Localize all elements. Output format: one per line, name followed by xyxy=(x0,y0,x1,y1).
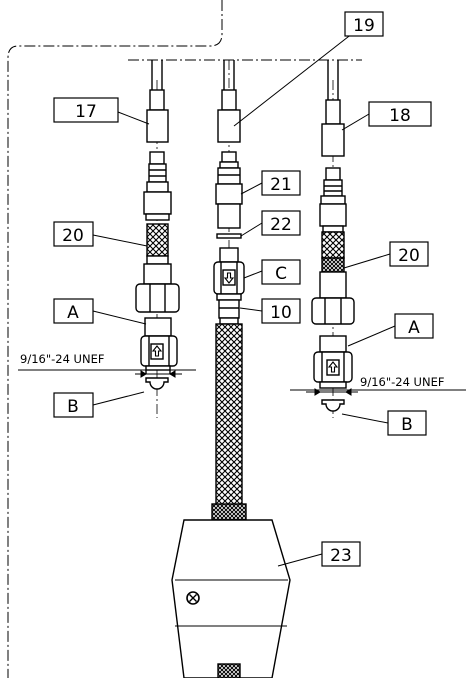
callout-20-right: 20 xyxy=(398,246,420,266)
callout-20-left: 20 xyxy=(62,226,84,246)
callout-19: 19 xyxy=(353,16,375,36)
left-assembly xyxy=(135,60,180,390)
callout-C: C xyxy=(275,264,287,284)
thread-dimension-left: 9/16"-24 UNEF xyxy=(20,352,104,366)
callout-A-right: A xyxy=(408,318,420,338)
callout-18: 18 xyxy=(389,106,411,126)
thread-dimension-right: 9/16"-24 UNEF xyxy=(360,375,444,389)
leader-lines xyxy=(92,25,396,567)
callout-22: 22 xyxy=(270,215,292,235)
middle-assembly xyxy=(171,60,291,678)
callout-10: 10 xyxy=(270,303,292,323)
right-assembly xyxy=(311,60,355,412)
dimension-lines xyxy=(18,369,466,396)
callout-21: 21 xyxy=(270,175,292,195)
callout-17: 17 xyxy=(75,102,97,122)
enclosure-outline xyxy=(7,0,223,678)
callout-A-left: A xyxy=(67,303,79,323)
callout-B-right: B xyxy=(401,415,413,435)
callout-23: 23 xyxy=(330,546,352,566)
callout-B-left: B xyxy=(67,397,79,417)
callout-boxes xyxy=(53,11,434,567)
